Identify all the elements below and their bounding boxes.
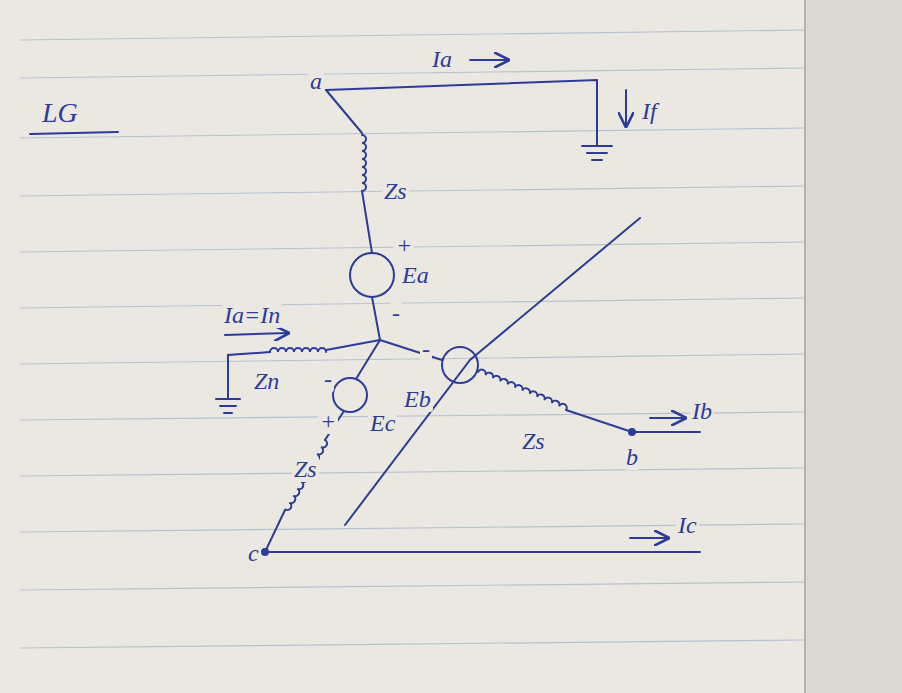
circuit-label: Ic [676,512,699,538]
inductor-symbol [362,135,366,191]
fault-wire [326,80,597,145]
ground-symbol [582,145,612,147]
circuit-wires [30,60,700,555]
inductor-symbol [270,348,326,352]
circuit-label: - [322,366,334,392]
current-arrow [630,537,668,539]
ruled-paper [20,640,805,648]
circuit-label: Zs [520,428,547,454]
current-arrow [225,333,288,335]
circuit-label: + [318,408,338,434]
ground-symbol [216,398,240,400]
circuit-label: Ec [368,410,397,436]
ruled-paper [805,0,902,693]
current-arrow [470,59,508,61]
wire [362,191,372,253]
ruled-paper [804,0,806,693]
wire [265,510,700,552]
ground-symbol [220,405,236,407]
circuit-label: a [308,68,324,94]
wire [326,90,362,133]
circuit-label: c [246,540,261,566]
ruled-paper [20,30,805,648]
circuit-label: Ia=In [222,302,282,328]
circuit-label: - [390,300,402,326]
wire [326,340,380,350]
circuit-label: Zs [292,456,319,482]
wire [380,340,442,360]
ground-symbol [224,412,232,414]
ruled-paper [20,582,805,590]
ground-symbol [587,152,607,154]
inductor-symbol [270,348,326,352]
circuit-label: Ia [430,46,454,72]
circuit-label: Ib [690,398,714,424]
inductor-symbol [285,440,328,511]
ruled-paper [20,186,805,196]
strike-line [345,218,640,525]
ruled-paper [20,68,805,78]
ruled-paper [20,298,805,308]
ruled-paper [0,0,805,693]
circuit-label: + [394,232,414,258]
source-symbol [333,378,367,412]
inductor-symbol [362,135,366,191]
wire [372,297,380,340]
source-symbol [350,253,394,297]
circuit-label: Eb [402,386,433,412]
inductor-symbol [478,368,568,409]
circuit-label: Zn [252,368,281,394]
wire [356,340,380,379]
circuit-label: Ea [400,262,431,288]
source-symbol [442,347,478,383]
ruled-paper [20,128,805,138]
terminal-dot [629,429,635,435]
inductor-symbol [478,368,568,409]
current-arrow [650,417,685,419]
circuit-label: b [624,444,640,470]
ruled-paper [20,468,805,476]
circuit-label: Zs [382,178,409,204]
circuit-label: - [420,336,432,362]
sheet-title: LG [40,98,80,128]
title-underline [30,132,118,134]
ruled-paper [20,354,805,364]
current-arrow [625,90,627,126]
ground-symbol [592,159,602,161]
ruled-paper [20,30,805,40]
ruled-paper [20,412,805,420]
circuit-label: If [640,98,659,124]
terminal-dot [262,549,268,555]
inductor-symbol [285,440,328,511]
